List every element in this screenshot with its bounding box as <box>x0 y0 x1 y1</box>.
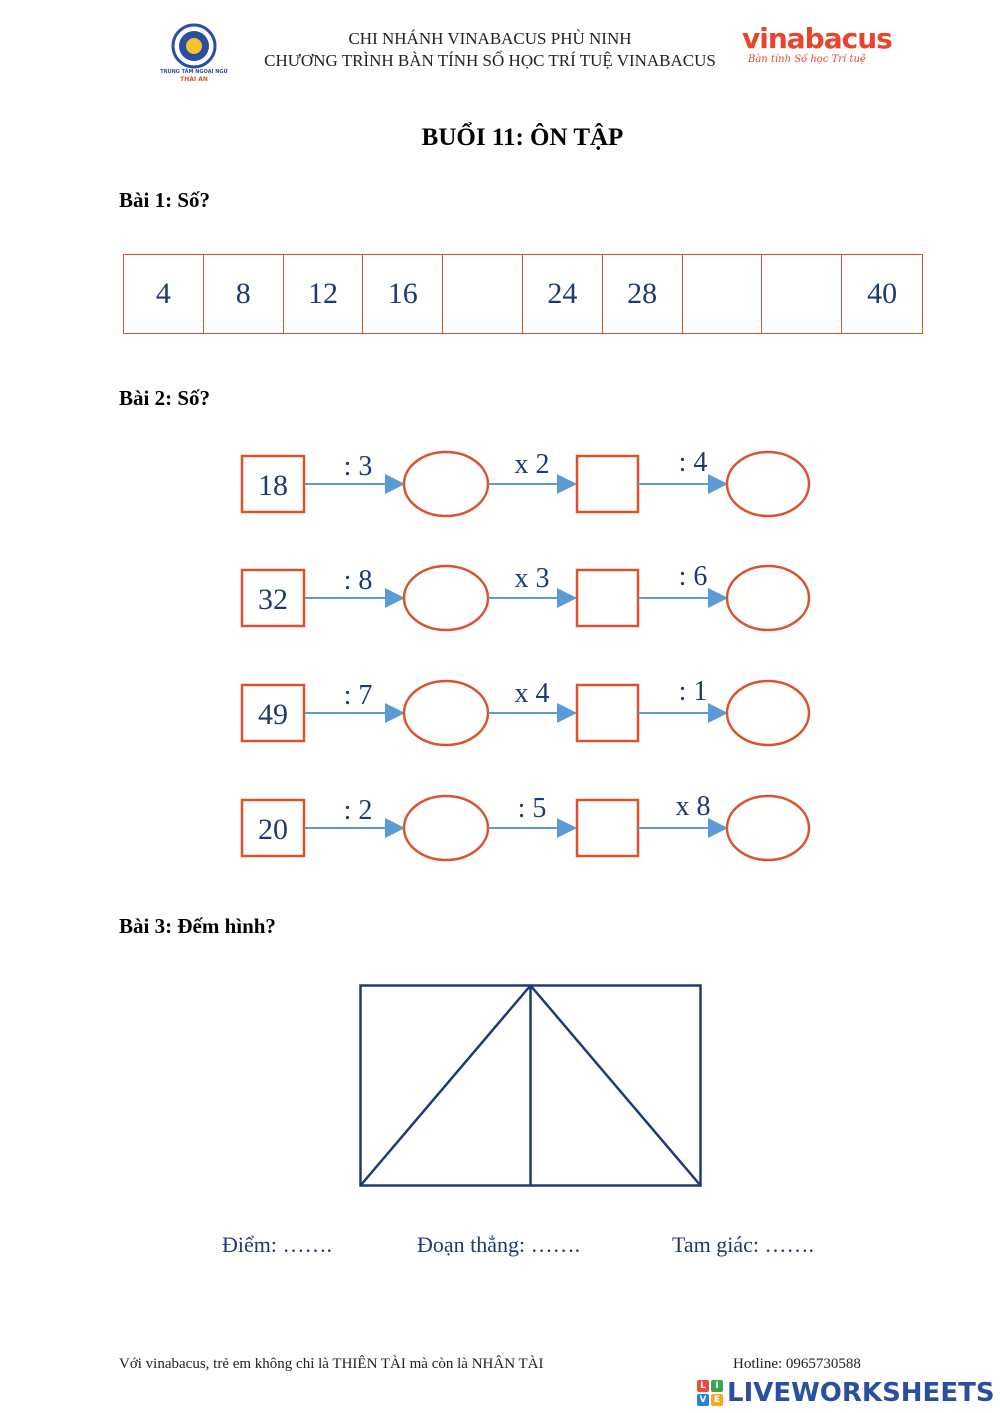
number-cell: 28 <box>603 255 683 333</box>
footer-slogan: Với vinabacus, trẻ em không chỉ là THIÊN… <box>119 1356 544 1372</box>
start-number: 18 <box>258 469 288 502</box>
answer-circle[interactable] <box>402 450 490 518</box>
blank-answer-cell[interactable] <box>762 255 843 333</box>
badge-letter: V <box>697 1394 709 1406</box>
number-cell: 12 <box>284 255 364 333</box>
start-number: 32 <box>258 583 288 616</box>
figure-right-diagonal <box>529 984 702 1187</box>
operation-label: x 3 <box>515 563 550 594</box>
badge-letter: E <box>711 1394 723 1406</box>
answer-circle[interactable] <box>725 794 811 862</box>
number-cell: 16 <box>363 255 444 333</box>
school-logo-caption-name: THÁI AN <box>180 76 208 83</box>
operation-label: : 8 <box>344 565 373 596</box>
start-box <box>240 798 306 858</box>
operation-label: x 8 <box>676 791 711 822</box>
badge-letter: L <box>697 1380 709 1392</box>
answer-box[interactable] <box>575 454 640 514</box>
blank-answer-cell[interactable] <box>683 255 763 333</box>
vinabacus-tagline: Bàn tính Số học Trí tuệ <box>748 54 866 65</box>
footer-hotline: Hotline: 0965730588 <box>733 1356 861 1372</box>
header-program: CHƯƠNG TRÌNH BÀN TÍNH SỐ HỌC TRÍ TUỆ VIN… <box>264 51 716 70</box>
answer-circle[interactable] <box>725 679 811 747</box>
start-number: 20 <box>258 813 288 846</box>
number-cell: 40 <box>867 277 898 310</box>
vinabacus-brand: vinabacus <box>742 22 893 55</box>
liveworksheets-wordmark: LIVEWORKSHEETS <box>727 1378 995 1408</box>
start-number: 49 <box>258 698 288 731</box>
operation-label: : 1 <box>679 676 708 707</box>
operation-label: : 3 <box>344 451 373 482</box>
start-box <box>240 454 306 514</box>
answer-circle[interactable] <box>402 794 490 862</box>
count-points-label[interactable]: Điểm: ……. <box>222 1232 332 1257</box>
liveworksheets-logo: L I V E LIVEWORKSHEETS <box>697 1376 995 1410</box>
answer-box[interactable] <box>575 568 640 628</box>
number-cell: 4 <box>124 255 204 333</box>
answer-circle[interactable] <box>725 450 811 518</box>
operation-label: x 4 <box>515 678 550 709</box>
operation-label: : 4 <box>679 447 708 478</box>
answer-box[interactable] <box>575 683 640 743</box>
number-cell: 24 <box>523 255 603 333</box>
answer-circle[interactable] <box>402 679 490 747</box>
count-segments-label[interactable]: Đoạn thẳng: ……. <box>417 1232 581 1257</box>
operation-label: x 2 <box>515 449 550 480</box>
liveworksheets-badge-icon: L I V E <box>697 1380 723 1406</box>
count-triangles-label[interactable]: Tam giác: ……. <box>672 1232 815 1257</box>
page-title: BUỔI 11: ÔN TẬP <box>421 124 624 151</box>
operation-label: : 5 <box>518 793 547 824</box>
badge-letter: I <box>711 1380 723 1392</box>
exercise-1-heading: Bài 1: Số? <box>119 188 211 212</box>
operation-label: : 6 <box>679 561 708 592</box>
start-box <box>240 683 306 743</box>
school-logo-caption: TRUNG TÂM NGOẠI NGỮ <box>160 69 228 75</box>
figure-left-diagonal <box>359 984 532 1187</box>
school-logo: TRUNG TÂM NGOẠI NGỮ THÁI AN <box>160 22 228 84</box>
number-cell: 8 <box>204 255 284 333</box>
operation-label: : 2 <box>344 795 373 826</box>
blank-answer-cell[interactable] <box>443 255 523 333</box>
exercise-3-heading: Bài 3: Đếm hình? <box>119 914 276 938</box>
answer-circle[interactable] <box>402 564 490 632</box>
geometry-figure <box>359 984 702 1187</box>
vinabacus-logo: vinabacus Bàn tính Số học Trí tuệ <box>742 22 893 72</box>
exercise-2-heading: Bài 2: Số? <box>119 386 211 410</box>
answer-box[interactable] <box>575 798 640 858</box>
header-branch: CHI NHÁNH VINABACUS PHÙ NINH <box>348 29 632 48</box>
start-box <box>240 568 306 628</box>
answer-circle[interactable] <box>725 564 811 632</box>
operation-label: : 7 <box>344 680 373 711</box>
